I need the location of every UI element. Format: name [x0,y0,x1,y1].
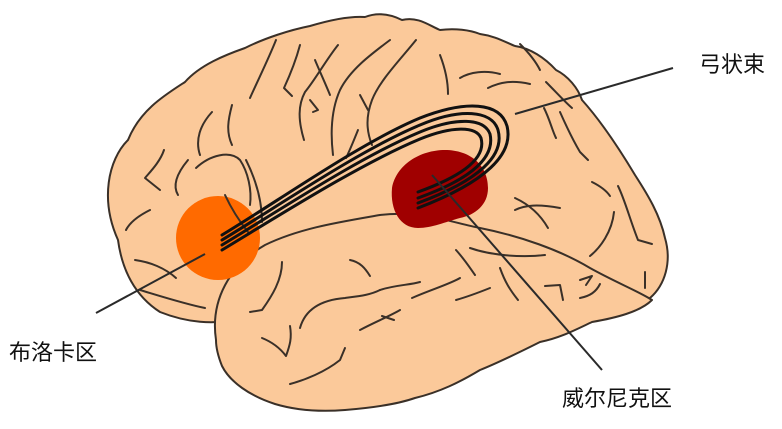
broca-area-region [176,196,260,280]
arcuate-fasciculus-label: 弓状束 [699,53,766,78]
brain-temporal-lobe [214,212,653,412]
arcuate-leader-line [514,67,674,115]
sulci-lines [125,39,653,385]
wernicke-leader-line [431,174,603,371]
wernicke-area-label: 威尔尼克区 [562,387,673,412]
broca-leader-line [95,253,206,314]
arcuate-fasciculus-bundle [220,104,510,252]
broca-area-label: 布洛卡区 [9,341,98,366]
